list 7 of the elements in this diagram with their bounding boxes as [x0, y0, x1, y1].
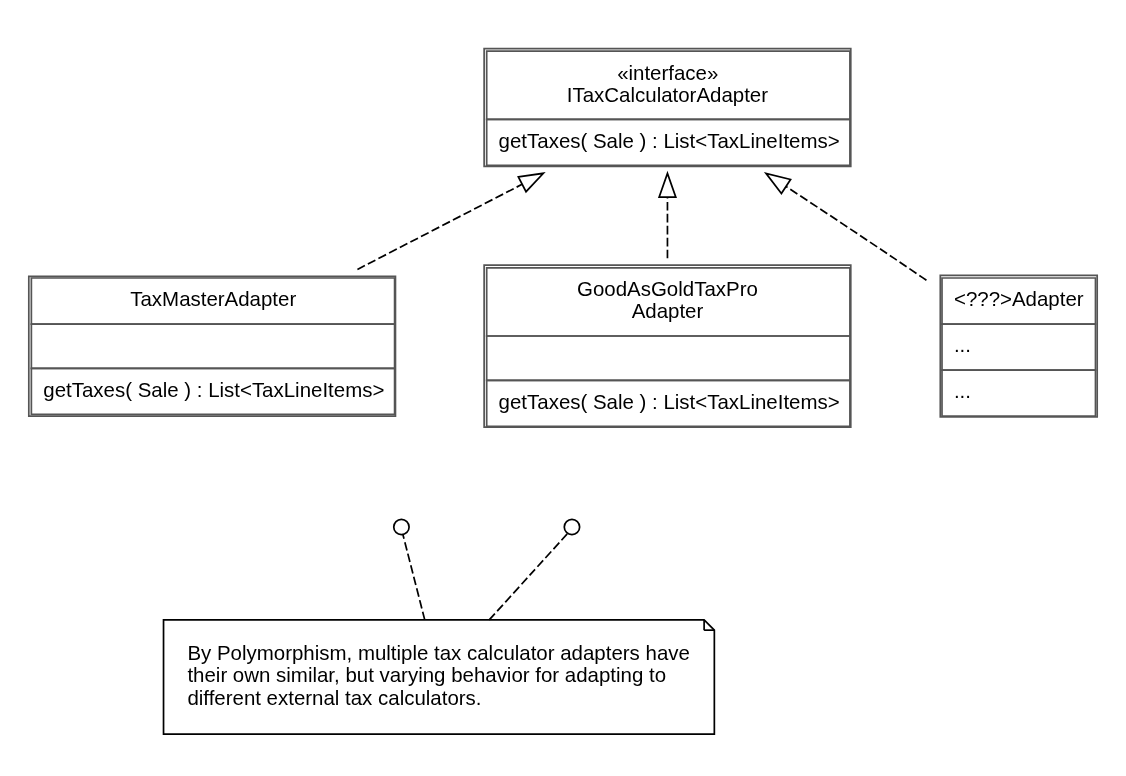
arrow [657, 170, 677, 260]
node-circle [392, 518, 410, 536]
connector [402, 533, 426, 621]
node-circle [563, 518, 581, 536]
connector [488, 532, 569, 621]
arrow [356, 172, 546, 271]
arrow [763, 171, 928, 282]
